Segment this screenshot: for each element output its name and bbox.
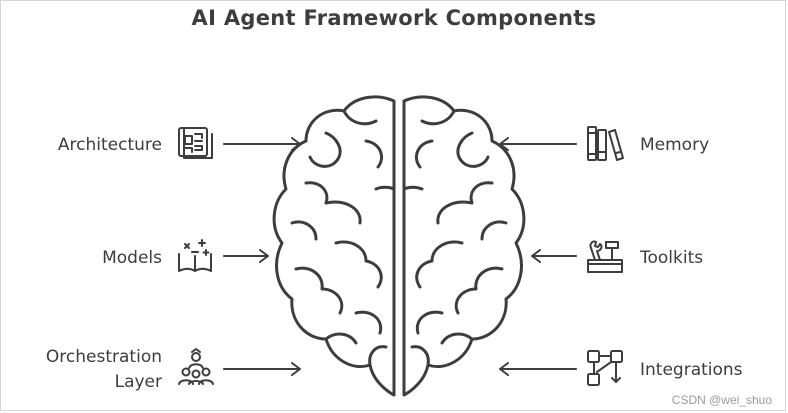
label-integrations: Integrations xyxy=(640,360,743,380)
models-icon xyxy=(176,236,216,276)
arrow-orchestration xyxy=(222,361,304,377)
label-orchestration-line2: Layer xyxy=(114,372,162,392)
label-architecture: Architecture xyxy=(57,135,162,155)
toolbox-icon xyxy=(585,236,625,276)
label-memory: Memory xyxy=(640,135,710,155)
watermark: CSDN @wei_shuo xyxy=(671,393,772,407)
arrow-models xyxy=(222,248,272,264)
label-orchestration-line1: Orchestration xyxy=(45,347,162,367)
label-toolkits: Toolkits xyxy=(640,248,704,268)
diagram-title: AI Agent Framework Components xyxy=(191,6,597,30)
label-models: Models xyxy=(102,248,162,268)
arrow-integrations xyxy=(496,361,578,377)
books-icon xyxy=(585,124,625,164)
orchestration-icon xyxy=(176,348,216,388)
brain-icon xyxy=(266,93,532,403)
arrow-toolkits xyxy=(528,248,578,264)
architecture-icon xyxy=(176,124,216,164)
flow-icon xyxy=(585,348,625,388)
